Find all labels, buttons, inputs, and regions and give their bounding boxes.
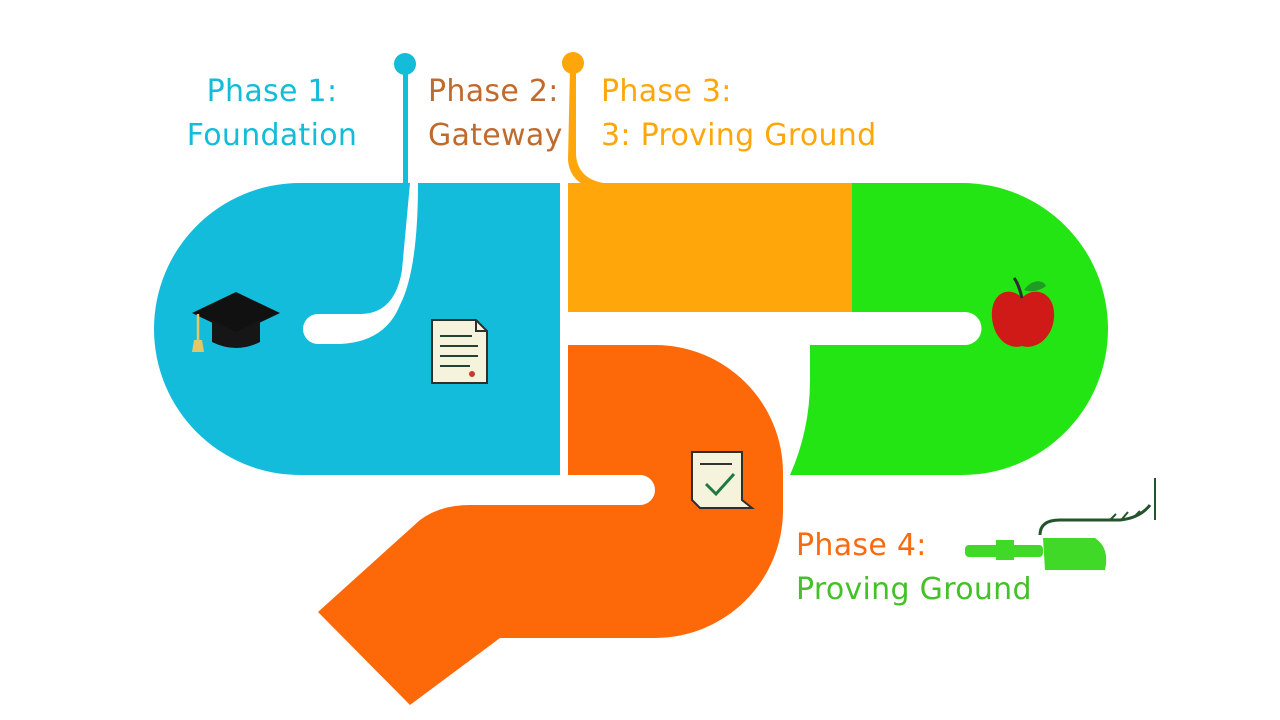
phase-2-title: Phase 2: [428,74,559,109]
phase-4-title: Phase 4: [796,528,927,563]
phase-3-label: Phase 3: 3: Proving Ground [601,70,876,158]
phase-4-track [790,183,1108,475]
phase-4-label: Phase 4: Proving Ground [796,524,1032,612]
apple-icon [991,277,1055,347]
phase-2-label: Phase 2: Gateway [428,70,563,158]
graduation-cap-icon [192,292,280,352]
phase-3-track [568,183,852,312]
key-icon [965,478,1156,570]
middle-divider [568,312,852,345]
phase-3-subtitle: 3: Proving Ground [601,118,877,153]
phase-1-pin [394,53,416,184]
phase-2-track [318,345,783,705]
phase-1-road-cut [303,183,418,344]
document-icon [431,319,488,384]
phase-1-subtitle: Foundation [186,118,358,153]
phase-3-title: Phase 3: [601,74,732,109]
center-divider [560,183,568,475]
phase-1-label: Phase 1: Foundation [182,70,362,158]
phase-2-pin [562,52,612,190]
checklist-icon [691,451,755,509]
phase-1-title: Phase 1: [206,74,338,109]
phase-4-subtitle: Proving Ground [796,572,1032,607]
phase-2-subtitle: Gateway [428,118,563,153]
